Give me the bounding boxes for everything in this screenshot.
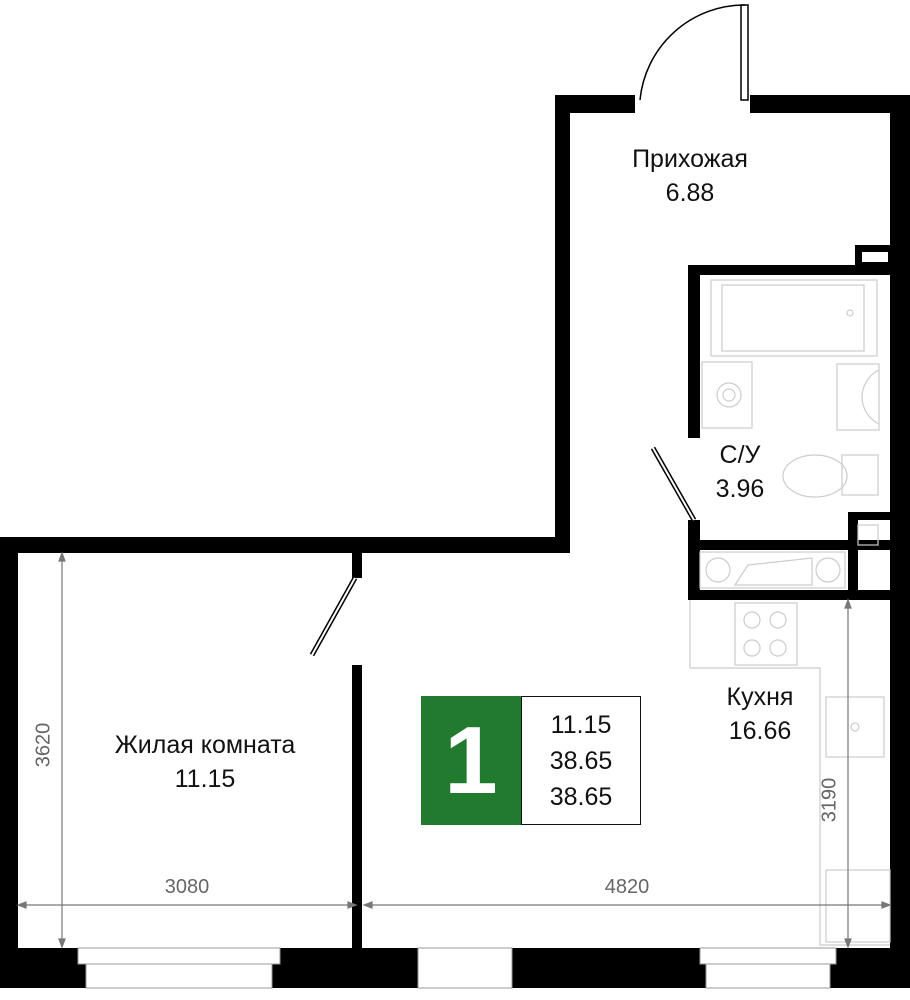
sink <box>825 696 885 758</box>
rooms-count-badge: 1 <box>421 696 521 825</box>
dim-living-depth: 3620 <box>32 722 55 768</box>
washing-machine <box>701 361 753 429</box>
total-area-value: 38.65 <box>549 746 613 775</box>
room-area: 6.88 <box>665 179 715 207</box>
room-name: Кухня <box>726 683 794 711</box>
fixtures <box>689 279 891 946</box>
fridge <box>825 869 891 943</box>
windows <box>77 947 837 989</box>
doors[interactable] <box>309 4 749 657</box>
dimension-lines <box>16 551 892 949</box>
shaft <box>862 252 888 262</box>
room-name: Прихожая <box>632 145 748 173</box>
area-summary: 11.15 38.65 38.65 <box>521 696 641 825</box>
dim-kitchen-depth: 3190 <box>818 777 841 823</box>
room-hallway: Прихожая 6.88 <box>632 142 748 210</box>
living-area-value: 11.15 <box>550 710 612 739</box>
dim-living-width: 3080 <box>164 876 210 898</box>
total-area-value-2: 38.65 <box>549 782 613 811</box>
room-area: 11.15 <box>174 765 236 793</box>
toilet <box>782 454 848 498</box>
room-area: 16.66 <box>728 717 792 745</box>
room-name: Жилая комната <box>114 731 296 759</box>
bathtub <box>710 279 878 357</box>
dim-kitchen-width: 4820 <box>604 876 650 898</box>
room-bathroom: С/У 3.96 <box>716 438 765 506</box>
room-kitchen: Кухня 16.66 <box>727 680 794 748</box>
room-name: С/У <box>719 441 761 469</box>
room-living: Жилая комната 11.15 <box>115 728 296 796</box>
room-area: 3.96 <box>715 475 765 503</box>
radiator <box>699 551 846 589</box>
washbasin <box>836 363 880 431</box>
walls <box>0 95 910 988</box>
stove <box>734 602 798 666</box>
